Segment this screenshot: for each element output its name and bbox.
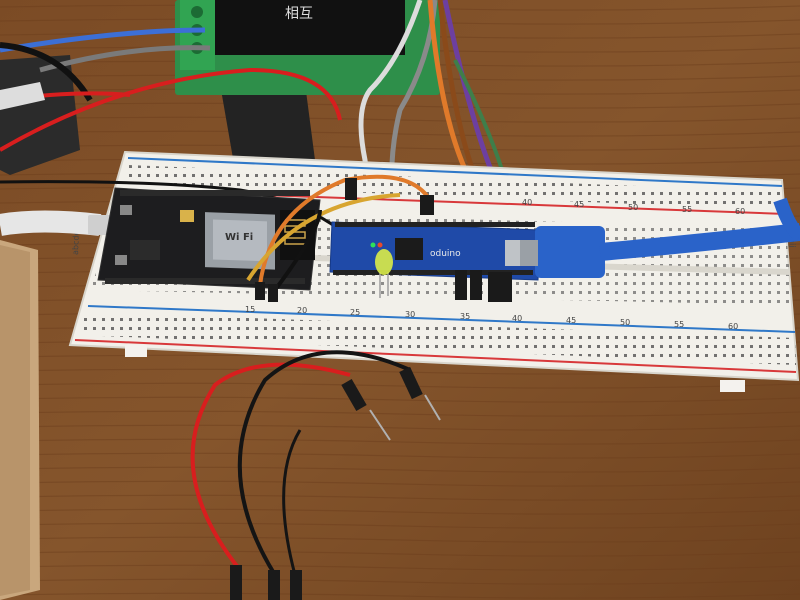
- bottom-jumper-head-1: [230, 565, 242, 600]
- orange-jumper-1: [258, 174, 432, 286]
- cp2102-chip: [130, 240, 160, 260]
- num-bot-35: 35: [460, 312, 470, 321]
- flash-button: [115, 255, 127, 265]
- loose-jumper-head-black: [399, 366, 423, 400]
- nano-header-bottom: [333, 270, 533, 275]
- black-jumper: [273, 209, 322, 292]
- bottom-jumper-head-3: [290, 570, 302, 600]
- row-letters-left: abcde: [71, 230, 81, 255]
- num-bot-25: 25: [350, 308, 360, 317]
- tx-led: [377, 242, 383, 248]
- num-top-55: 55: [682, 205, 692, 214]
- display-text: 相互: [285, 6, 313, 22]
- black-tape-left: [0, 55, 80, 175]
- loose-jumper-head-red: [341, 379, 367, 411]
- rail-red-bottom: [74, 339, 797, 373]
- breadboard-bottom-numbers: 15 20 25 30 35 40 45 50 55 60: [245, 305, 738, 331]
- jumper-head-2: [268, 284, 278, 302]
- jumper-head-4: [345, 178, 357, 200]
- holes-bottom-rail: [78, 312, 796, 365]
- voltage-regulator: [180, 210, 194, 222]
- num-bot-30: 30: [405, 310, 415, 319]
- blue-wire: [0, 27, 206, 53]
- num-top-50: 50: [628, 203, 638, 212]
- white-wire: [358, 0, 423, 201]
- loose-black-wire: [237, 350, 411, 577]
- power-led: [370, 242, 376, 248]
- num-bot-40: 40: [512, 314, 522, 323]
- arduino-nano-board: oduino: [329, 221, 541, 281]
- reset-button: [120, 205, 132, 215]
- num-bot-15: 15: [245, 305, 255, 314]
- yellow-jumper: [246, 193, 401, 282]
- red-wire-top: [0, 67, 342, 152]
- pin-header-top: [120, 190, 310, 196]
- pin-header-bottom: [105, 278, 305, 284]
- loose-jumper-pin-red: [369, 409, 391, 441]
- breadboard-top-numbers: 40 45 50 55 60: [522, 198, 745, 216]
- nano-brand-label: oduino: [430, 249, 461, 259]
- jumper-head-7: [488, 272, 500, 302]
- num-bot-45: 45: [566, 316, 576, 325]
- cardboard-box-edge: [0, 245, 30, 596]
- holes-top-rail: [124, 165, 784, 210]
- num-top-45: 45: [574, 200, 584, 209]
- num-top-60: 60: [735, 207, 745, 216]
- bottom-jumper-head-2: [268, 570, 280, 600]
- white-tape-band: [0, 82, 45, 110]
- num-bot-55: 55: [674, 320, 684, 329]
- loose-red-wire: [190, 362, 351, 572]
- num-bot-20: 20: [297, 306, 307, 315]
- wifi-label: Wi Fi: [225, 232, 253, 243]
- jumper-head-8: [500, 272, 512, 302]
- nano-header-top: [335, 222, 535, 227]
- black-wire-top: [0, 42, 93, 102]
- jumper-head-5: [455, 270, 467, 300]
- loose-jumper-pin-black: [424, 394, 441, 421]
- atmega-chip: [395, 238, 423, 260]
- jumper-head-1: [255, 282, 265, 300]
- yellow-led: [375, 249, 393, 298]
- jumper-head-3: [420, 195, 434, 215]
- breadboard-foot-2: [720, 380, 745, 392]
- num-bot-50: 50: [620, 318, 630, 327]
- jumper-head-6: [470, 270, 482, 300]
- loose-black-wire-2: [282, 429, 302, 576]
- rail-blue-top: [127, 157, 783, 187]
- rail-blue-bottom: [87, 305, 796, 333]
- num-bot-60: 60: [728, 322, 738, 331]
- blue-usb-cable: [520, 197, 800, 278]
- num-top-40: 40: [522, 198, 532, 207]
- white-usb-cable: [0, 210, 102, 236]
- breadboard-foot-1: [125, 345, 147, 357]
